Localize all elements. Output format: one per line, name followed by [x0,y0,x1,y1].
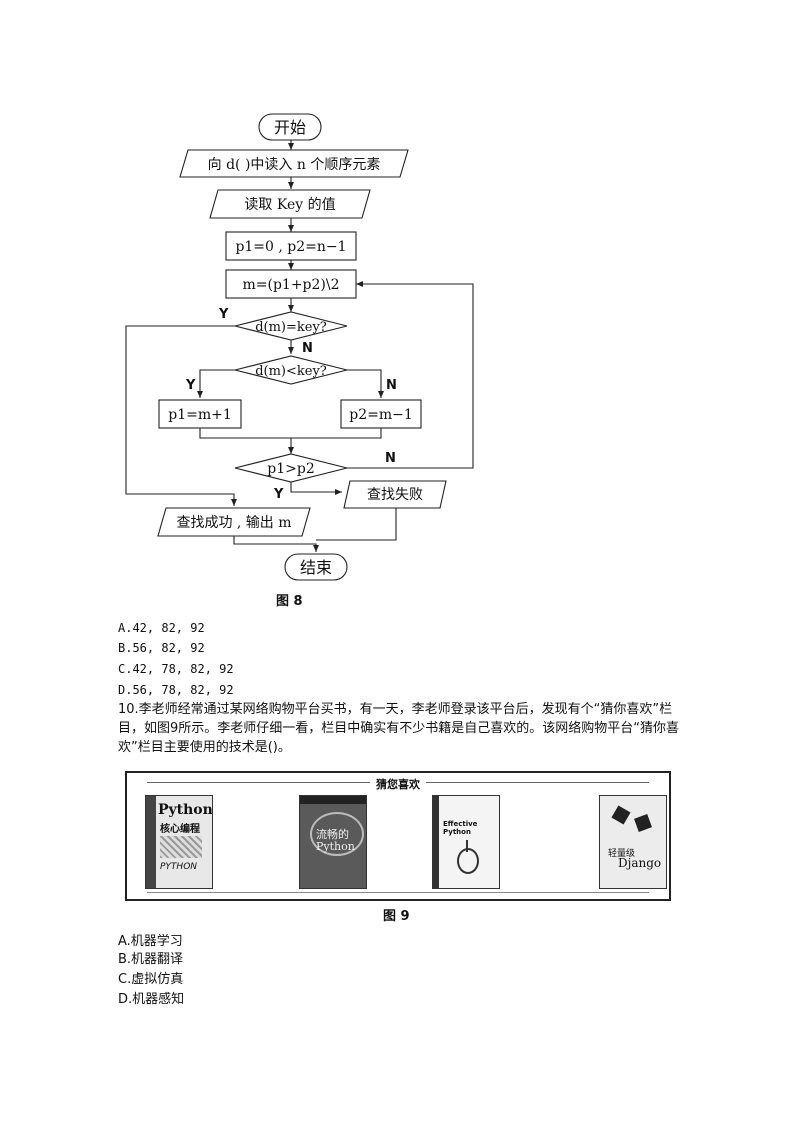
read-array-io [179,149,409,178]
q9-option-c: C.42, 78, 82, 92 [118,662,234,676]
end-label: 结束 [300,558,332,577]
q10-option-b: B.机器翻译 [118,952,184,967]
fail-label: 查找失败 [367,487,423,503]
read-array-label: 向 d( )中读入 n 个顺序元素 [208,156,381,173]
branch-label-y3: Y [273,487,284,502]
set-p2-label: p2=m−1 [349,407,413,423]
book-cover-core-python: Python 核心编程 PYTHON [145,795,213,889]
read-key-io [209,189,371,219]
q10-option-d: D.机器感知 [118,992,185,1007]
read-key-label: 读取 Key 的值 [244,196,335,213]
branch-label-n2: N [386,378,397,393]
init-label: p1=0 , p2=n−1 [235,239,346,255]
q10-option-a: A.机器学习 [118,934,183,949]
book-cover-django: 轻量级 Django [599,795,667,889]
mid-process [225,269,357,299]
q9-option-d: D.56, 78, 82, 92 [118,683,234,697]
binary-search-flowchart: 开始 向 d( )中读入 n 个顺序元素 读取 Key 的值 p1=0 , p2… [125,113,474,581]
init-process [225,231,357,261]
start-terminal [258,113,322,141]
set-p2-process [340,399,422,429]
branch-label-y1: Y [218,307,229,322]
figure-9-caption: 图 9 [383,909,410,924]
cond-cross-decision [234,453,348,483]
book-cover-fluent-python: 流畅的 Python [299,795,367,889]
end-terminal [284,553,348,581]
figure-8-caption: 图 8 [276,594,303,609]
flow-connectors [125,140,474,552]
cond-less-decision [234,355,348,385]
cond-equal-label: d(m)=key? [255,320,327,335]
cond-less-label: d(m)<key? [255,364,327,379]
cond-cross-label: p1>p2 [267,461,314,477]
cond-equal-decision [234,311,348,341]
success-label: 查找成功 , 输出 m [176,515,291,531]
start-label: 开始 [274,118,306,137]
q10-option-c: C.虚拟仿真 [118,972,184,987]
branch-label-n3: N [385,451,396,466]
set-p1-label: p1=m+1 [168,407,232,423]
q9-option-a: A.42, 82, 92 [118,621,205,635]
mid-label: m=(p1+p2)\2 [242,277,339,293]
panel-title: 猜您喜欢 [127,776,669,792]
set-p1-process [158,399,242,429]
success-io [157,507,311,537]
book-cover-effective-python: Effective Python [432,795,500,889]
fail-io [343,480,447,509]
branch-label-n1: N [302,341,313,356]
recommendation-panel: 猜您喜欢 Python 核心编程 PYTHON 流畅的 Python Effec… [125,771,671,901]
q10-stem: 10.李老师经常通过某网络购物平台买书，有一天，李老师登录该平台后，发现有个“猜… [118,702,680,755]
panel-bottom-rule [147,892,649,893]
q9-option-b: B.56, 82, 92 [118,641,205,655]
branch-label-y2: Y [185,378,196,393]
